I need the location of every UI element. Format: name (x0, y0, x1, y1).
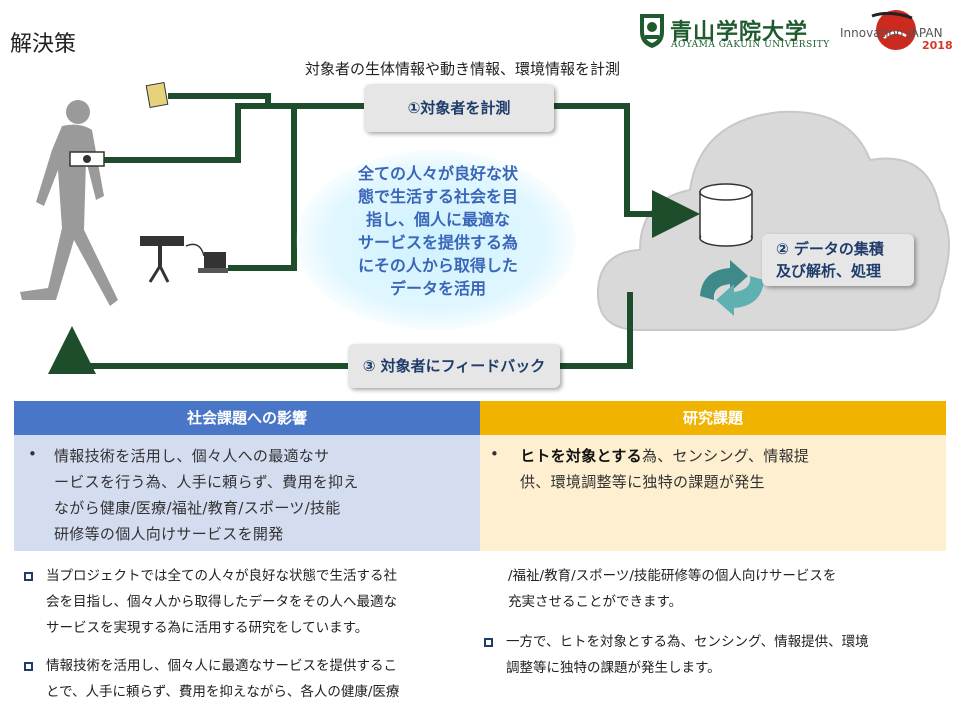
slide-title: 解決策 (10, 32, 77, 57)
sensor-tag-icon (145, 82, 169, 108)
depth-camera-icon (140, 236, 184, 283)
message-glow (296, 150, 576, 330)
note-it-services: 情報技術を活用し、個々人に最適なサービスを提供するこ とで、人手に頼らず、費用を… (46, 658, 400, 700)
step2-label: ② データの集積 及び解析、処理 (762, 234, 914, 286)
slide-subtitle: 対象者の生体情報や動き情報、環境情報を計測 (305, 60, 621, 78)
university-name: 青山学院大学 (670, 19, 809, 45)
bullet-square-icon (484, 638, 493, 647)
note-research-challenge: 一方で、ヒトを対象とする為、センシング、情報提供、環境 調整等に独特の課題が発生… (506, 634, 869, 676)
wearable-sensor-icon (69, 151, 105, 167)
step3-label: ③ 対象者にフィードバック (348, 344, 560, 388)
social-impact-text: 情報技術を活用し、個々人への最適なサ ービスを行う為、人手に頼らず、費用を抑え … (54, 447, 359, 543)
bullet: • (490, 445, 499, 463)
university-crest-icon (640, 14, 664, 48)
university-name-en: AOYAMA GAKUIN UNIVERSITY (671, 40, 830, 50)
table-cell-social: • 情報技術を活用し、個々人への最適なサ ービスを行う為、人手に頼らず、費用を抑… (14, 435, 480, 551)
innovation-japan-year: 2018 (922, 39, 953, 52)
database-icon (699, 183, 753, 247)
laptop-icon (185, 243, 228, 273)
person-icon (20, 100, 118, 307)
bullet-square-icon (24, 662, 33, 671)
table-header-social: 社会課題への影響 (14, 401, 480, 435)
step1-label: ①対象者を計測 (364, 84, 554, 132)
bullet: • (28, 445, 37, 463)
innovation-japan-text: Innovation JAPAN (840, 26, 943, 40)
cloud-icon (596, 110, 950, 331)
bullet-square-icon (24, 572, 33, 581)
note-project-aim: 当プロジェクトでは全ての人々が良好な状態で生活する社 会を目指し、個々人から取得… (46, 568, 397, 636)
table-cell-research: • ヒトを対象とする為、センシング、情報提 供、環境調整等に独特の課題が発生 (480, 435, 946, 551)
table-header-research: 研究課題 (480, 401, 946, 435)
research-issue-text: ヒトを対象とする為、センシング、情報提 供、環境調整等に独特の課題が発生 (520, 447, 810, 491)
center-message: 全ての人々が良好な状 態で生活する社会を目 指し、個人に最適な サービスを提供す… (357, 164, 518, 298)
innovation-japan-logo-icon (871, 10, 916, 50)
refresh-icon (700, 260, 764, 316)
note-it-services-continued: /福祉/教育/スポーツ/技能研修等の個人向けサービスを 充実させることができます… (508, 568, 837, 610)
